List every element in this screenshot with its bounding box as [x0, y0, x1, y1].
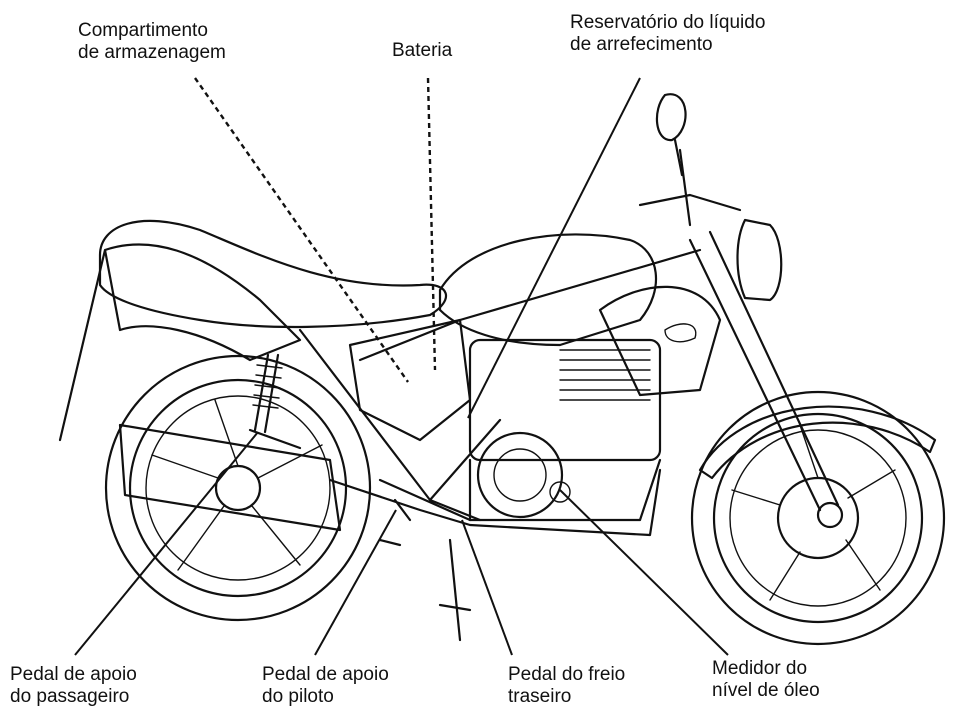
coolant-reservoir-label: Reservatório do líquido de arrefecimento [570, 12, 766, 55]
radiator-shroud [598, 285, 722, 397]
rear-brake-pedal-label: Pedal do freio traseiro [508, 664, 626, 707]
oil-level-gauge-label: Medidor do nível de óleo [712, 658, 820, 701]
rear-fender [58, 243, 302, 442]
engine [468, 338, 662, 522]
storage-leader [194, 77, 409, 383]
battery-leader [426, 77, 437, 371]
frame [298, 248, 702, 522]
rider-footpeg-label: Pedal de apoio do piloto [262, 664, 389, 707]
battery-label: Bateria [392, 40, 453, 61]
coolant-leader [467, 77, 641, 419]
front-fork [688, 230, 840, 512]
handlebar [638, 148, 742, 227]
passenger-footpeg-label: Pedal de apoio do passageiro [10, 664, 137, 707]
passenger-peg-leader [74, 431, 259, 656]
oil-gauge-leader [559, 489, 729, 656]
side-cover [348, 318, 472, 442]
rear-wheel [104, 354, 372, 622]
kickstand [438, 538, 472, 642]
exhaust-muffler [118, 423, 342, 532]
seat [98, 219, 448, 329]
front-mudguard [698, 405, 937, 480]
storage-compartment-label: Compartimento de armazenagem [78, 20, 226, 63]
rear-brake-leader [461, 519, 513, 656]
fuel-tank [438, 233, 658, 347]
mirror [655, 93, 687, 177]
front-wheel [690, 390, 946, 646]
rider-peg-leader [314, 509, 397, 656]
headlight [736, 218, 783, 302]
